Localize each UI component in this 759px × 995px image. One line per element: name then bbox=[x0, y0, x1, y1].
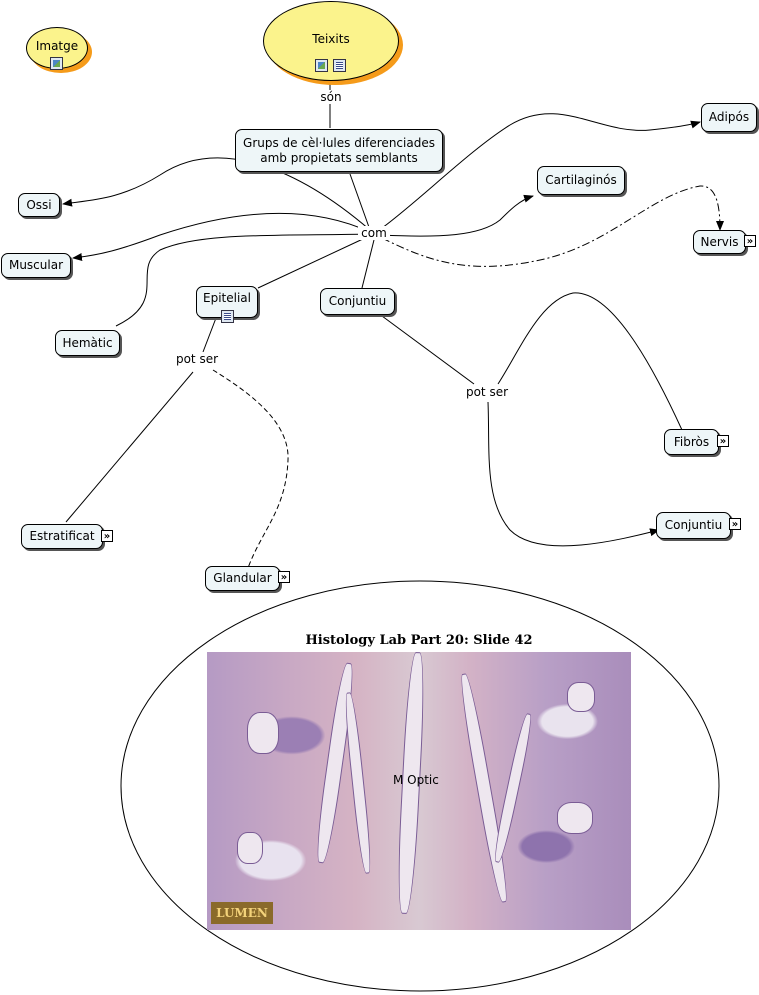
teixits-node[interactable]: Teixits bbox=[263, 1, 399, 81]
imatge-node[interactable]: Imatge bbox=[26, 27, 88, 70]
image-icon[interactable] bbox=[50, 57, 63, 70]
cartilaginos-node[interactable]: Cartilaginós bbox=[537, 166, 625, 195]
histology-image-title: Histology Lab Part 20: Slide 42 bbox=[305, 633, 533, 648]
expand-arrow-icon[interactable]: » bbox=[101, 530, 113, 542]
micrograph-label: M Optic bbox=[393, 773, 439, 787]
link-label-pot-ser: pot ser bbox=[462, 385, 512, 399]
lumen-logo: LUMEN bbox=[211, 902, 273, 924]
link-label-pot-ser: pot ser bbox=[172, 352, 222, 366]
muscular-node[interactable]: Muscular bbox=[1, 253, 71, 278]
epitelial-node[interactable]: Epitelial bbox=[196, 286, 258, 323]
estratificat-node[interactable]: Estratificat bbox=[21, 524, 103, 549]
imatge-label: Imatge bbox=[35, 39, 79, 53]
grups-node[interactable]: Grups de cèl·lules diferenciades amb pro… bbox=[235, 129, 443, 172]
document-icon[interactable] bbox=[221, 310, 234, 323]
expand-arrow-icon[interactable]: » bbox=[717, 435, 729, 447]
conjuntiu-node[interactable]: Conjuntiu bbox=[320, 288, 395, 315]
link-label-com: com bbox=[358, 226, 390, 240]
glandular-node[interactable]: Glandular bbox=[205, 566, 280, 591]
nervis-node[interactable]: Nervis bbox=[693, 230, 746, 254]
expand-arrow-icon[interactable]: » bbox=[744, 235, 756, 247]
document-icon[interactable] bbox=[333, 59, 346, 72]
adipos-node[interactable]: Adipós bbox=[701, 103, 757, 132]
ossi-node[interactable]: Ossi bbox=[18, 193, 60, 217]
image-icon[interactable] bbox=[315, 59, 328, 72]
expand-arrow-icon[interactable]: » bbox=[729, 518, 741, 530]
link-label-son: són bbox=[316, 90, 346, 104]
epitelial-label: Epitelial bbox=[203, 291, 251, 305]
hematic-node[interactable]: Hemàtic bbox=[55, 330, 120, 356]
histology-micrograph[interactable]: M Optic LUMEN bbox=[207, 652, 631, 930]
conjuntiu-subtype-node[interactable]: Conjuntiu bbox=[656, 512, 731, 539]
fibros-node[interactable]: Fibròs bbox=[664, 429, 719, 455]
expand-arrow-icon[interactable]: » bbox=[278, 571, 290, 583]
teixits-label: Teixits bbox=[312, 32, 350, 46]
